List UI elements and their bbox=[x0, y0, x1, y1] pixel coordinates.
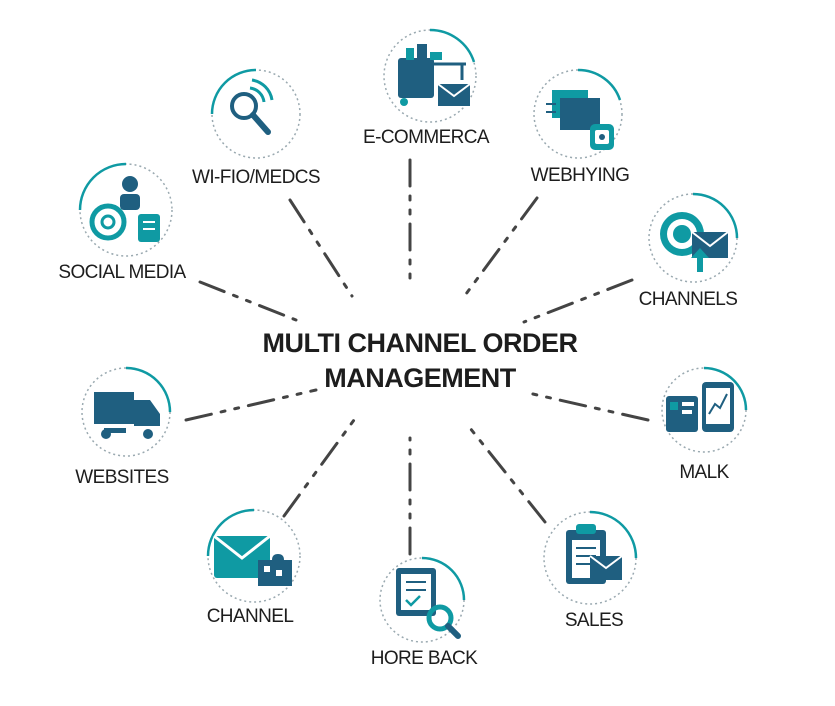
magnifier-wifi-icon bbox=[230, 78, 274, 135]
node-hore-back: HORE BACK bbox=[371, 556, 479, 669]
connector-sales bbox=[468, 426, 547, 524]
node-sales: SALES bbox=[543, 510, 638, 631]
node-social-media: SOCIAL MEDIA bbox=[58, 162, 187, 283]
node-label: WEBHYING bbox=[531, 165, 630, 186]
node-label: CHANNELS bbox=[639, 289, 738, 310]
web-pages-icon bbox=[546, 90, 614, 150]
diagram-title-line-2: MANAGEMENT bbox=[324, 363, 516, 393]
diagram-title-line-1: MULTI CHANNEL ORDER bbox=[262, 328, 579, 358]
node-webhying: WEBHYING bbox=[531, 68, 630, 186]
node-label: WEBSITES bbox=[75, 467, 168, 488]
connector-webhying bbox=[464, 196, 539, 296]
node-channels: CHANNELS bbox=[639, 192, 739, 310]
clipboard-email-icon bbox=[566, 524, 623, 584]
connector-websites bbox=[184, 388, 318, 422]
node-label: CHANNEL bbox=[207, 606, 294, 627]
node-label: SALES bbox=[565, 610, 623, 631]
node-label: MALK bbox=[679, 462, 729, 483]
diagram-title: MULTI CHANNEL ORDER MANAGEMENT bbox=[230, 326, 610, 396]
node-e-commerca: E-COMMERCA bbox=[363, 28, 490, 148]
connector-malk bbox=[522, 390, 650, 422]
email-puzzle-icon bbox=[213, 534, 292, 586]
node-malk: MALK bbox=[661, 366, 748, 483]
node-wi-fi-medcs: WI-FIO/MEDCS bbox=[192, 68, 321, 188]
node-label: E-COMMERCA bbox=[363, 127, 490, 148]
node-label: HORE BACK bbox=[371, 648, 478, 669]
node-label: WI-FIO/MEDCS bbox=[192, 167, 320, 188]
connector-channels bbox=[522, 278, 634, 324]
connector-wi-fi bbox=[288, 198, 354, 298]
delivery-truck-icon bbox=[94, 392, 160, 439]
connector-channel bbox=[282, 418, 356, 518]
connectors bbox=[184, 158, 650, 556]
target-email-icon bbox=[660, 212, 729, 272]
at-sign-person-icon bbox=[89, 176, 160, 242]
node-label: SOCIAL MEDIA bbox=[58, 262, 186, 283]
connector-social-media bbox=[198, 280, 298, 322]
mobile-analytics-icon bbox=[666, 382, 734, 432]
document-search-icon bbox=[396, 568, 461, 639]
shopping-cart-email-icon bbox=[398, 44, 471, 106]
node-channel: CHANNEL bbox=[207, 508, 301, 627]
node-websites: WEBSITES bbox=[75, 366, 172, 488]
